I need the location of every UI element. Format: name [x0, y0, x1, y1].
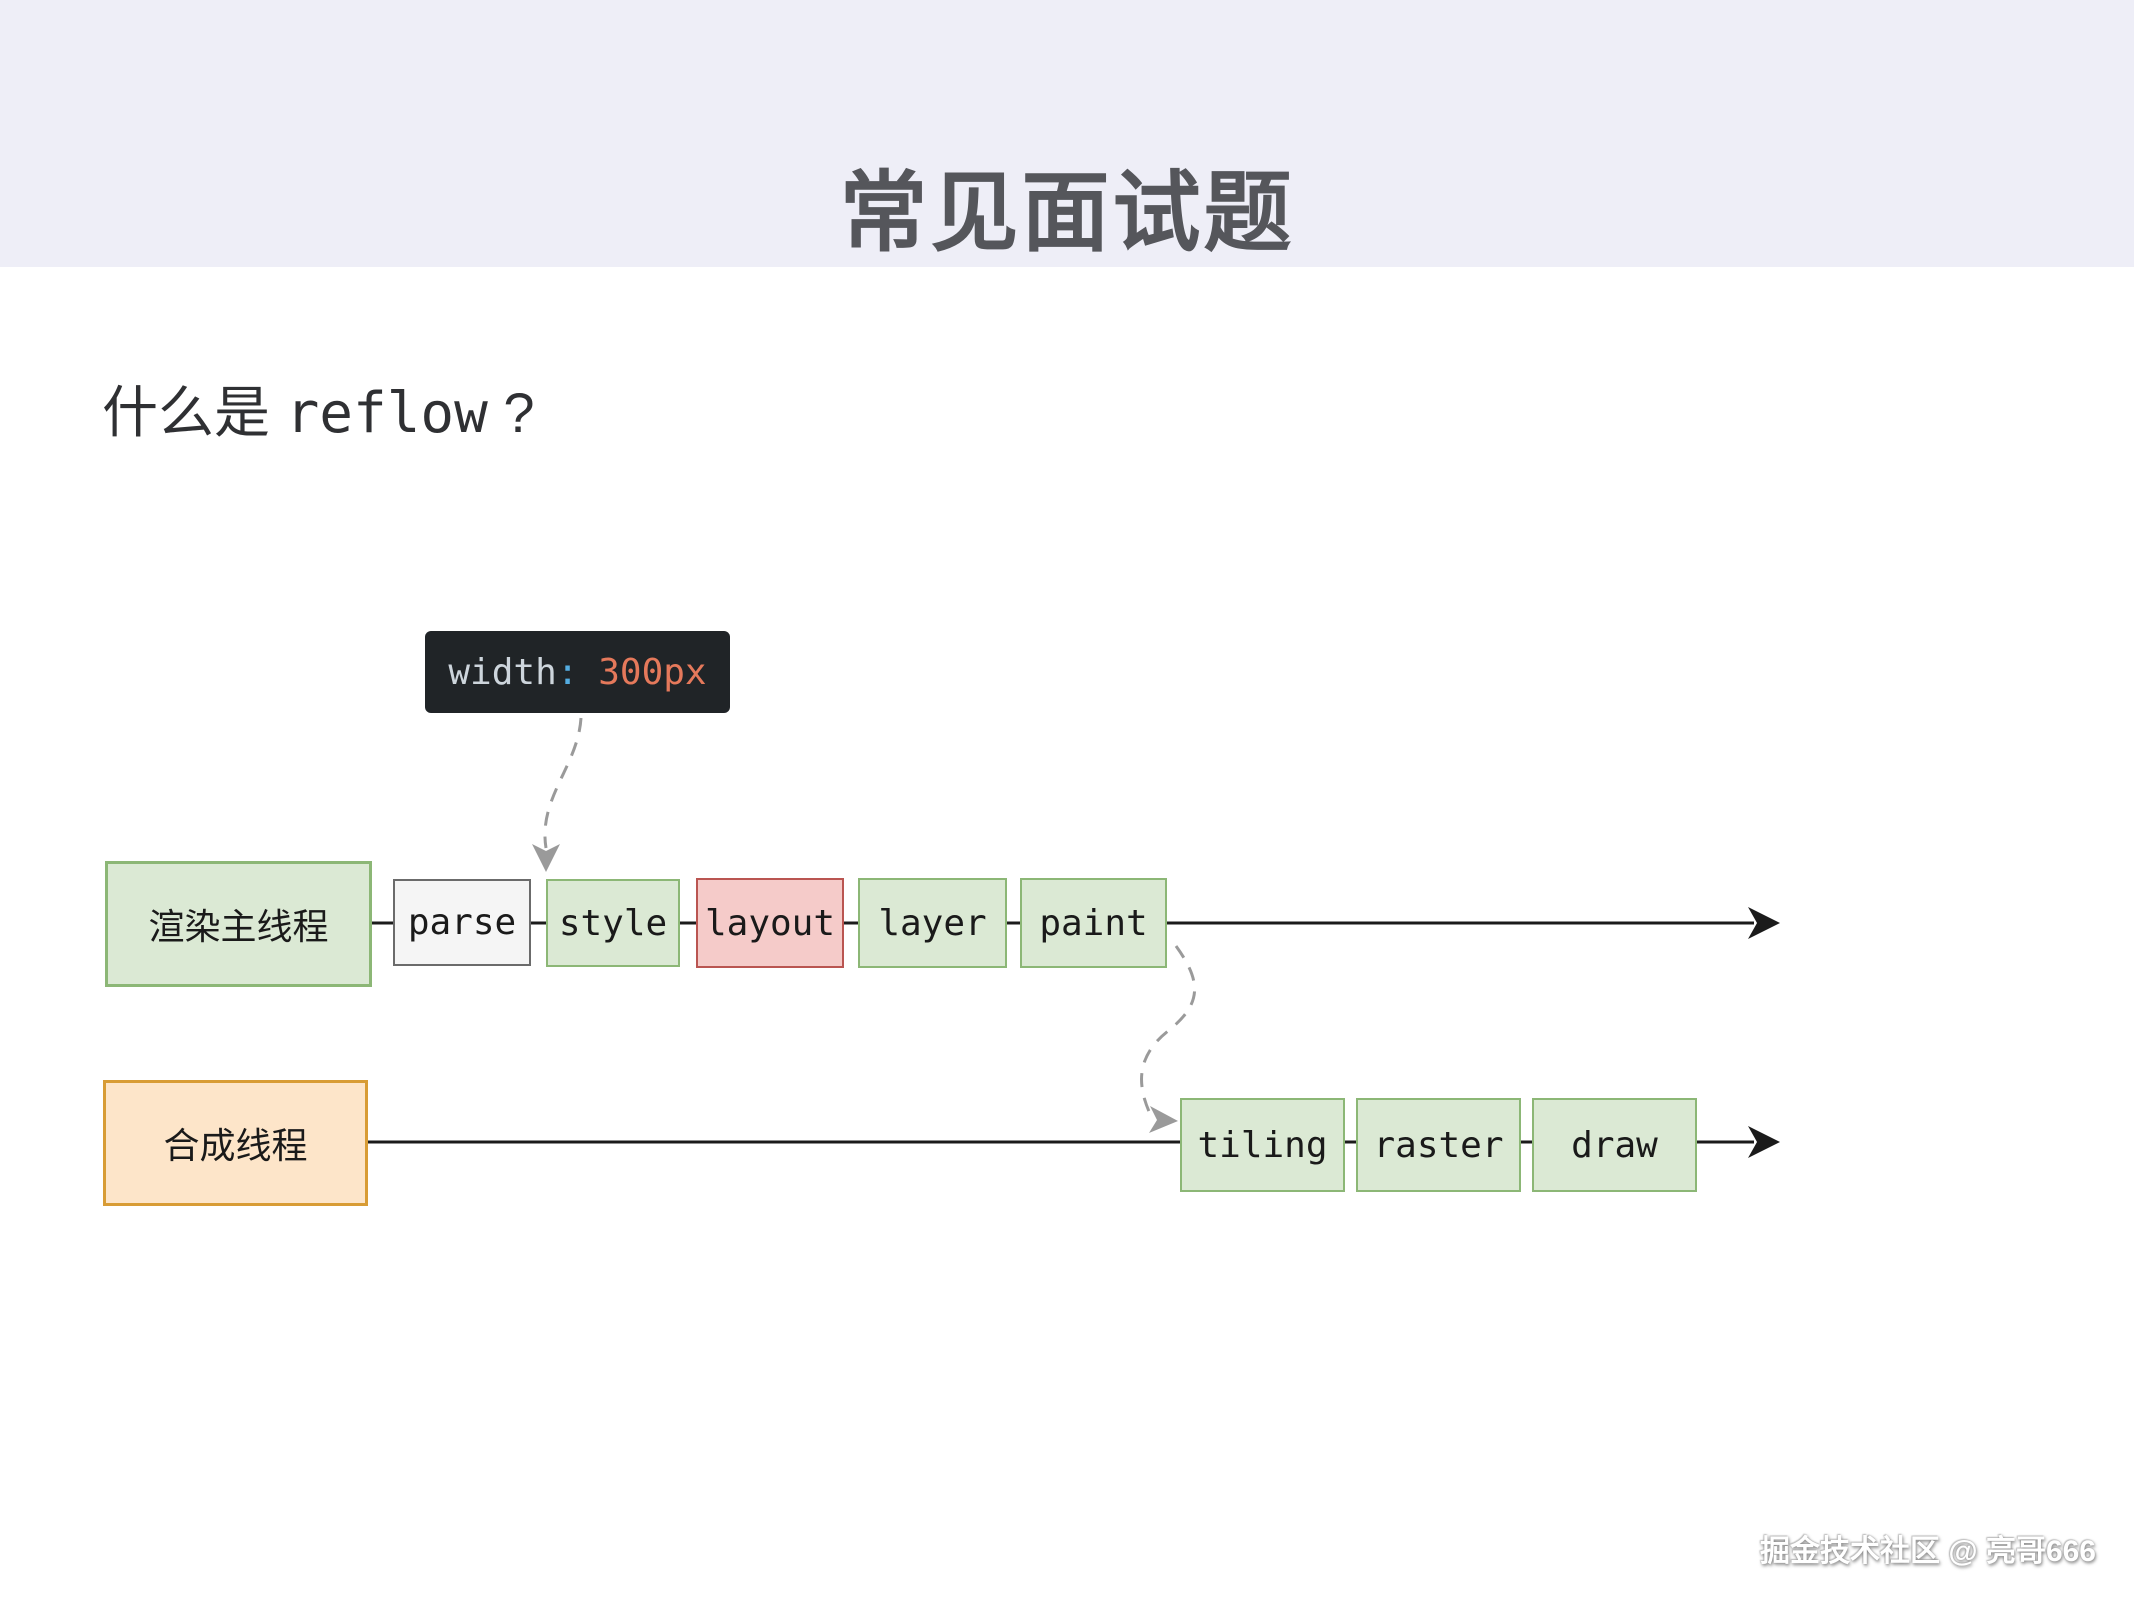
question-keyword: reflow [285, 381, 488, 446]
thread-label: 渲染主线程 [148, 906, 329, 947]
thread-label: 合成线程 [163, 1125, 308, 1166]
step-style: style [546, 879, 680, 967]
page-title: 常见面试题 [839, 162, 1295, 262]
step-label: layout [704, 902, 836, 944]
title-banner: 常见面试题 [0, 0, 2134, 267]
css-value: 300px [598, 651, 707, 693]
step-layout: layout [696, 878, 844, 968]
css-property: width [448, 651, 557, 693]
step-parse: parse [393, 879, 531, 966]
compositor-thread-box: 合成线程 [103, 1080, 368, 1206]
question-title: 什么是 reflow ? [102, 368, 535, 449]
render-main-thread-box: 渲染主线程 [105, 861, 372, 987]
step-label: layer [878, 902, 987, 944]
question-mark: ? [487, 381, 535, 444]
css-colon: : [556, 651, 579, 693]
step-layer: layer [858, 878, 1007, 968]
step-label: parse [407, 902, 517, 943]
step-tiling: tiling [1180, 1098, 1345, 1192]
step-paint: paint [1020, 878, 1167, 968]
step-label: tiling [1197, 1124, 1328, 1166]
step-label: raster [1373, 1124, 1504, 1166]
dashed-arrow-width-to-style [532, 717, 583, 872]
step-raster: raster [1356, 1098, 1521, 1192]
watermark: 掘金技术社区 @ 亮哥666 [1760, 1535, 2096, 1568]
question-prefix: 什么是 [102, 381, 286, 444]
css-code-tooltip: width:300px [425, 631, 730, 713]
step-label: draw [1571, 1124, 1658, 1166]
step-draw: draw [1532, 1098, 1697, 1192]
step-label: style [558, 902, 668, 944]
step-label: paint [1039, 902, 1148, 944]
